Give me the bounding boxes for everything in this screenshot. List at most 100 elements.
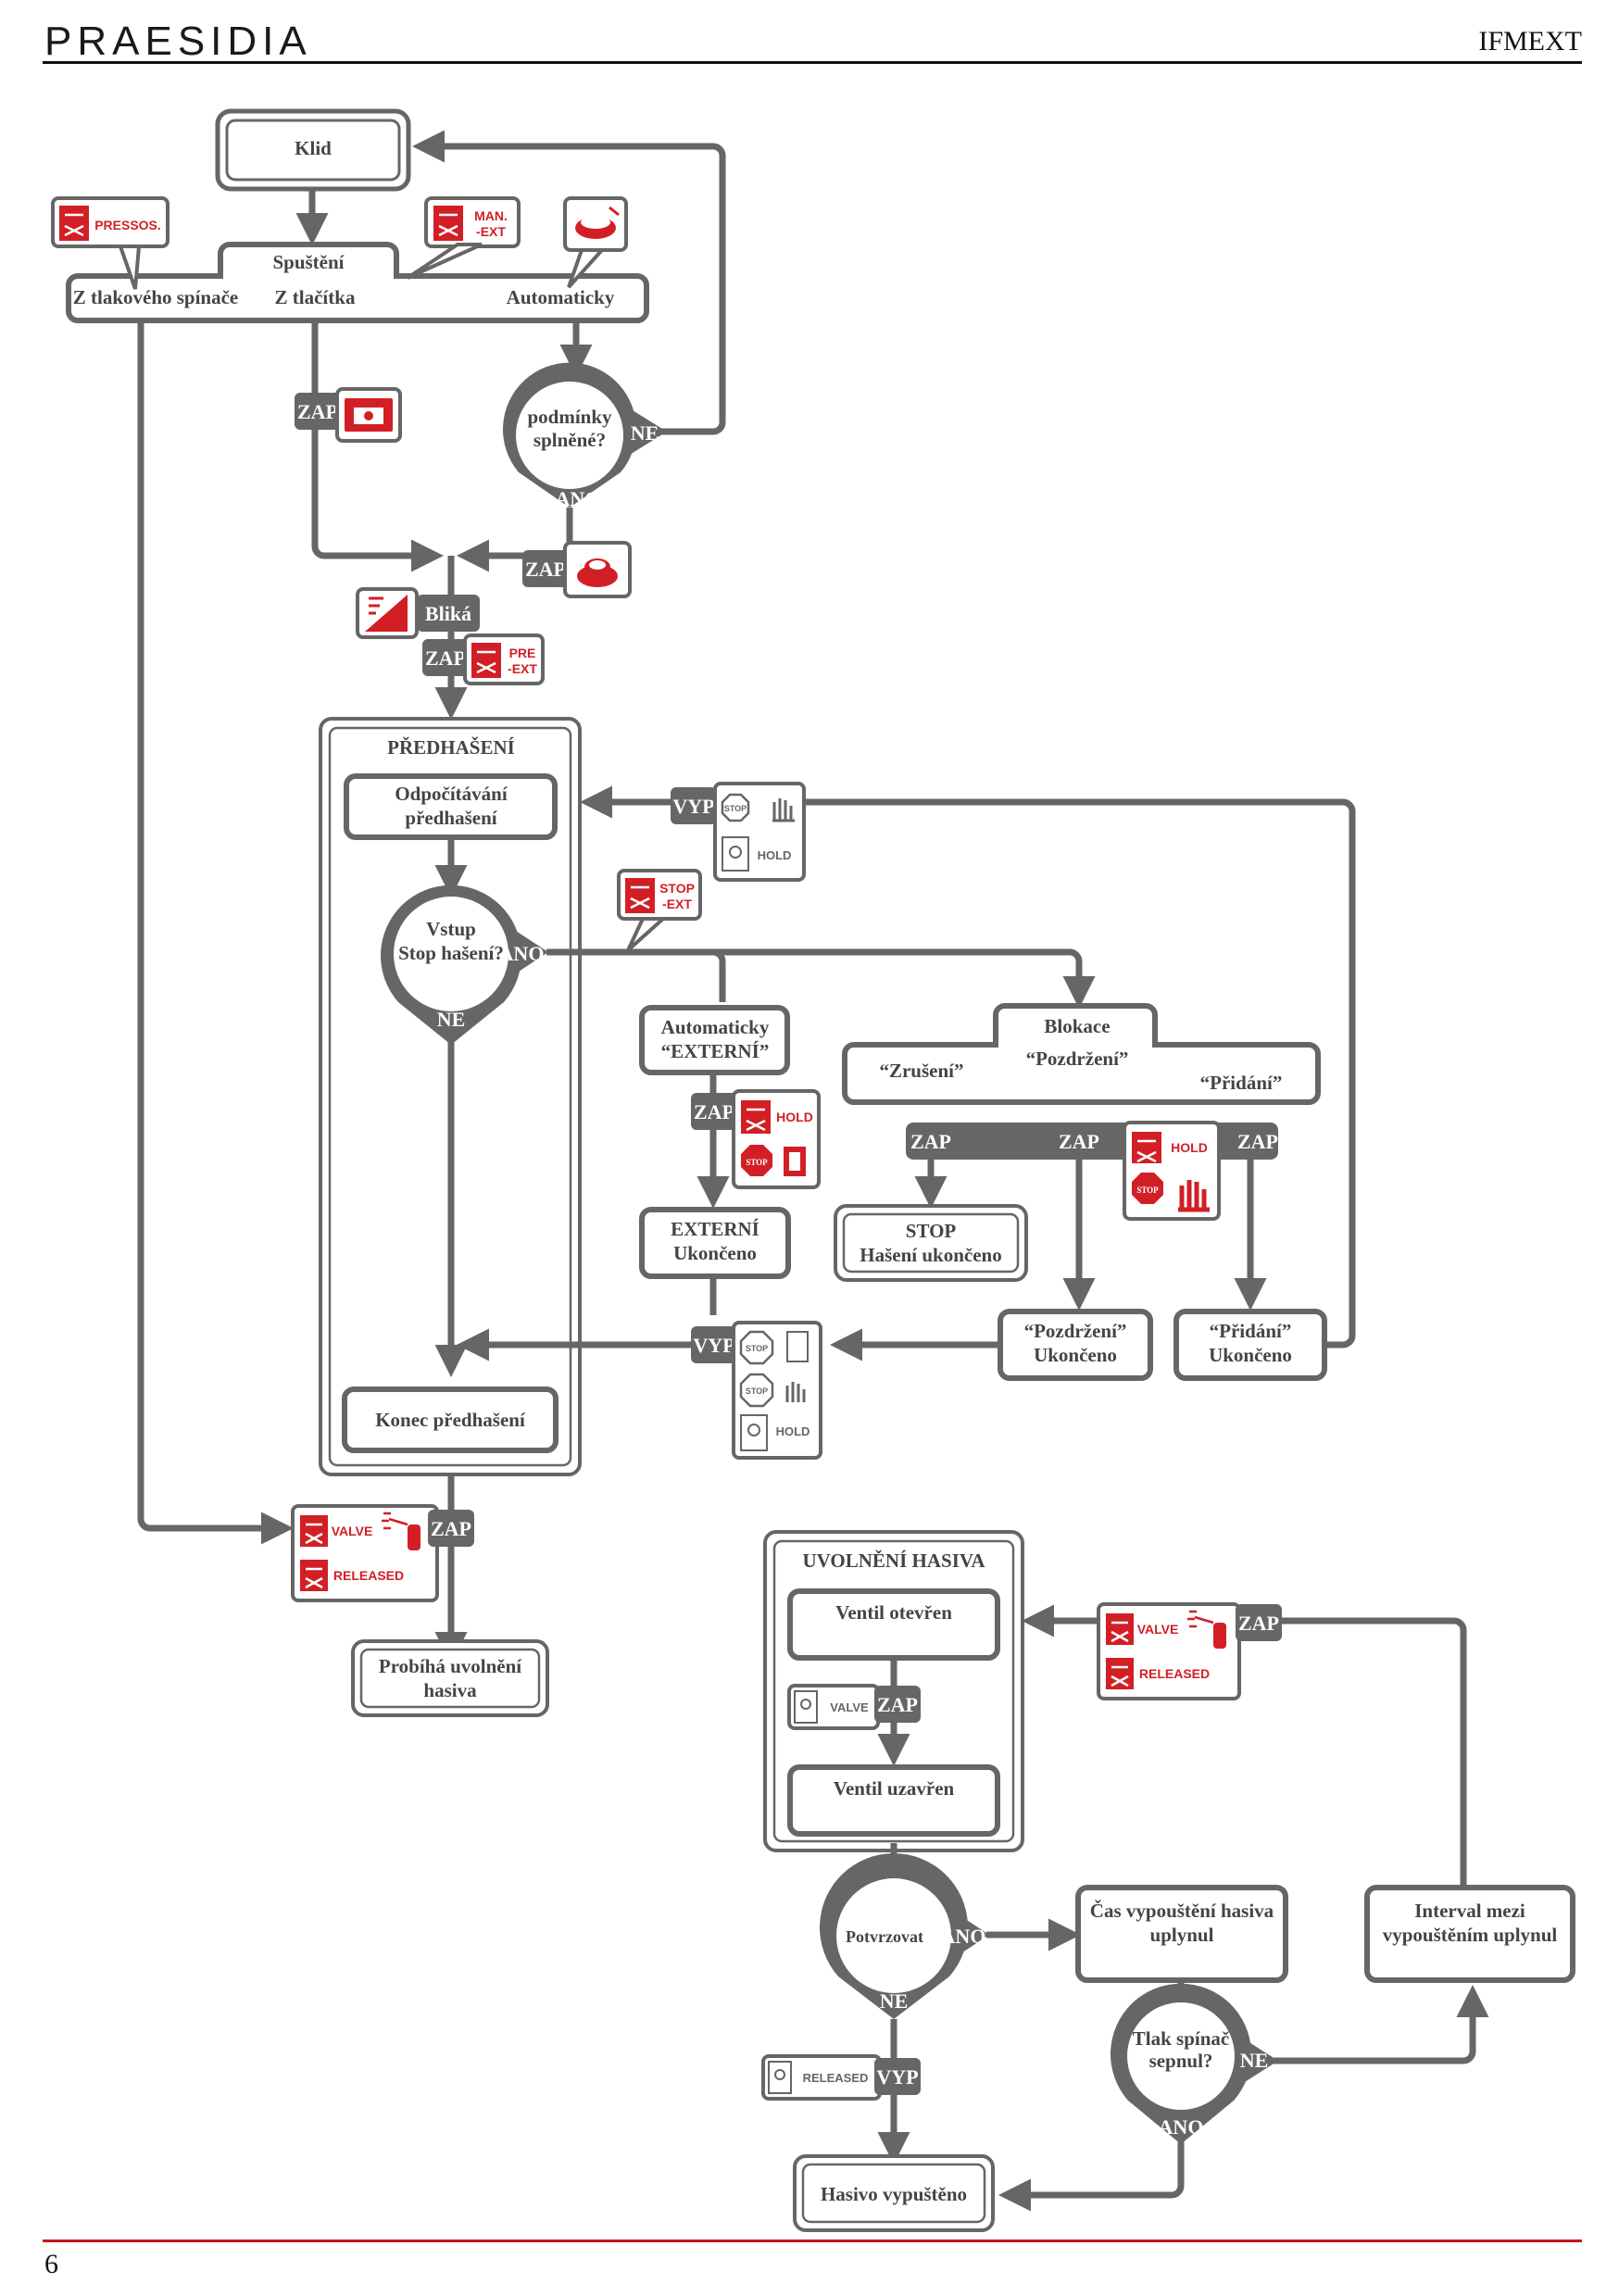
released-label-right: RELEASED [1139, 1666, 1210, 1681]
svg-text:HOLD: HOLD [776, 1424, 810, 1438]
z-tlakoveho-label: Z tlakového spínače [73, 286, 239, 308]
node-auto-externi: Automaticky “EXTERNÍ” [639, 1005, 790, 1075]
node-interval: Interval mezi vypouštěním uplynul [1364, 1885, 1575, 1983]
pressos-label: PRESSOS. [94, 218, 161, 232]
svg-text:VYP: VYP [876, 2065, 918, 2089]
smoke-detector-icon [575, 206, 620, 239]
svg-text:STOP: STOP [746, 1386, 768, 1396]
svg-text:HOLD: HOLD [758, 848, 792, 862]
praesidia-logo: PRAESIDIA [44, 19, 312, 64]
edge-tlak-ne-interval [1232, 1985, 1489, 2064]
node-pridani-ukonceno: “Přidání” Ukončeno [1173, 1309, 1327, 1381]
svg-text:ZAP: ZAP [525, 558, 566, 581]
icon-man-ext-callout: MAN. -EXT [406, 196, 521, 280]
connectors [137, 130, 1489, 2212]
vstup-line2: Stop hašení? [398, 942, 504, 964]
valve-label-grey: VALVE [830, 1700, 869, 1714]
tag-zap-valve-grey: VALVE ZAP [787, 1684, 921, 1730]
hold-button-icon: HOLD [722, 836, 792, 872]
stop-line2: Hašení ukončeno [860, 1244, 1001, 1266]
tag-zap-hold-stop: ZAP HOLD STOP [691, 1089, 821, 1189]
svg-text:STOP: STOP [746, 1344, 768, 1353]
uvolneni-title: UVOLNĚNÍ HASIVA [803, 1549, 986, 1572]
svg-text:ZAP: ZAP [877, 1693, 918, 1716]
zap-bar-blokace: ZAP ZAP ZAP [906, 1123, 1278, 1160]
edge-tlak-ano-hasivo [998, 2130, 1185, 2212]
pre-ext-line1: PRE [509, 646, 536, 660]
valve-label-right: VALVE [1137, 1622, 1179, 1637]
icon-hold-stop-hand: HOLD STOP [1123, 1121, 1221, 1221]
node-pozdrzeni-ukonceno: “Pozdržení” Ukončeno [998, 1309, 1153, 1381]
man-ext-line1: MAN. [474, 208, 508, 223]
node-externi-ukonceno: EXTERNÍ Ukončeno [639, 1207, 791, 1279]
externi-line1: EXTERNÍ [671, 1218, 759, 1240]
tag-zap-valve-released-left: VALVE RELEASED ZAP [291, 1504, 474, 1602]
klid-label: Klid [295, 137, 332, 159]
auto-externi-line2: “EXTERNÍ” [661, 1040, 770, 1062]
footer-rule [43, 2240, 1582, 2242]
interval-line2: vypouštěním uplynul [1383, 1924, 1558, 1946]
node-ventil-uzavren: Ventil uzavřen [787, 1764, 1000, 1837]
tlak-ano: ANO [1159, 2115, 1204, 2139]
podminky-line2: splněné? [533, 429, 606, 451]
podminky-ne: NE [631, 421, 659, 445]
svg-text:STOP: STOP [1136, 1186, 1159, 1195]
auto-externi-line1: Automaticky [661, 1016, 770, 1038]
ventil-otevren-label: Ventil otevřen [835, 1601, 952, 1624]
manual-call-point-icon [345, 398, 393, 432]
smoke-detector-callout [563, 196, 628, 289]
svg-text:ZAP: ZAP [1238, 1612, 1279, 1635]
potvrzovat-ne: NE [880, 1989, 909, 2013]
node-probiha: Probíhá uvolnění hasiva [351, 1639, 549, 1717]
externi-line2: Ukončeno [673, 1242, 757, 1264]
node-konec-predhaseni: Konec předhašení [342, 1386, 558, 1453]
flashing-light-icon [365, 595, 408, 632]
tag-zap-tlacitko: ZAP [295, 387, 402, 443]
blokace-label: Blokace [1044, 1015, 1110, 1037]
decision-tlak: Tlak spínač sepnul? NE ANO [1110, 1983, 1278, 2144]
vstup-ano: ANO [499, 942, 545, 965]
header-rule [43, 61, 1582, 64]
decision-potvrzovat: Potvrzovat ANO NE [819, 1853, 989, 2019]
ventil-uzavren-label: Ventil uzavřen [834, 1777, 955, 1800]
zap-pridani: ZAP [1237, 1130, 1278, 1153]
tag-vyp-panel-bottom: VYP STOP STOP HOLD [691, 1321, 822, 1460]
pridani-end-line2: Ukončeno [1209, 1344, 1292, 1366]
svg-text:VYP: VYP [672, 795, 714, 818]
edge-pressure-valve [137, 319, 294, 1545]
probiha-line1: Probíhá uvolnění [379, 1655, 522, 1677]
stop-line1: STOP [906, 1220, 957, 1242]
decision-vstup: Vstup Stop hašení? ANO NE [381, 885, 548, 1045]
tag-blika: Bliká [356, 587, 480, 639]
pre-ext-line2: -EXT [508, 661, 537, 676]
tag-vyp-stop-hold-top: VYP STOP HOLD [671, 782, 806, 882]
automaticky-label: Automaticky [507, 286, 615, 308]
tlak-line2: sepnul? [1149, 2050, 1213, 2072]
edge-tlacitka-merge [311, 319, 444, 572]
man-ext-line2: -EXT [476, 224, 506, 239]
icon-pressos-callout: PRESSOS. [51, 196, 169, 290]
hold-label-2: HOLD [1171, 1140, 1208, 1155]
podminky-ano: ANO [556, 487, 601, 510]
pridani-end-line1: “Přidání” [1210, 1320, 1292, 1342]
interval-line1: Interval mezi [1414, 1900, 1525, 1922]
node-spusteni: Spuštění Z tlakového spínače Z tlačítka … [66, 242, 649, 323]
spusteni-label: Spuštění [272, 251, 345, 273]
pozdrzeni-label: “Pozdržení” [1026, 1048, 1129, 1070]
edge-ne-back-klid [412, 130, 726, 435]
vstup-ne: NE [437, 1008, 466, 1031]
cas-line1: Čas vypouštění hasiva [1090, 1900, 1274, 1922]
edge-interval-back [1022, 1604, 1467, 1886]
node-hasivo-vypusteno: Hasivo vypuštěno [793, 2154, 995, 2232]
svg-text:ZAP: ZAP [425, 646, 466, 670]
tag-zap-pre-ext: ZAP PRE -EXT [422, 634, 545, 685]
released-label-left: RELEASED [333, 1568, 404, 1583]
vstup-line1: Vstup [426, 918, 476, 940]
page-number: 6 [44, 2249, 58, 2279]
svg-text:ZAP: ZAP [297, 400, 338, 423]
stop-ext-line2: -EXT [662, 897, 692, 911]
edge-podminky-merge [457, 508, 573, 572]
extinguisher-icon [382, 1512, 420, 1550]
hold-label-1: HOLD [776, 1110, 813, 1124]
